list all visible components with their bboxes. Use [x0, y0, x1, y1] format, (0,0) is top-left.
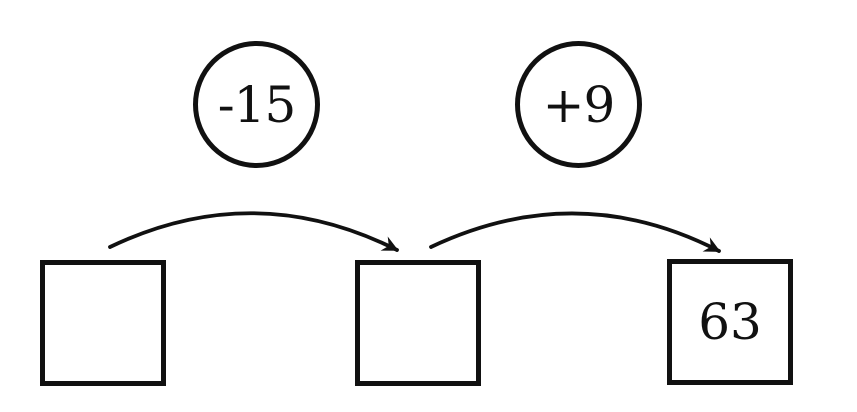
arrow-left-to-middle-icon: [108, 211, 399, 252]
operation-circle-1: -15: [193, 41, 320, 168]
box-value-3: 63: [698, 293, 762, 351]
operation-label-2: +9: [542, 75, 616, 134]
operation-label-1: -15: [217, 75, 297, 134]
operation-circle-2: +9: [515, 41, 642, 168]
value-box-3: 63: [667, 259, 793, 385]
arrow-middle-to-right-icon: [429, 211, 721, 253]
value-box-2: [355, 260, 481, 386]
value-box-1: [40, 260, 166, 386]
